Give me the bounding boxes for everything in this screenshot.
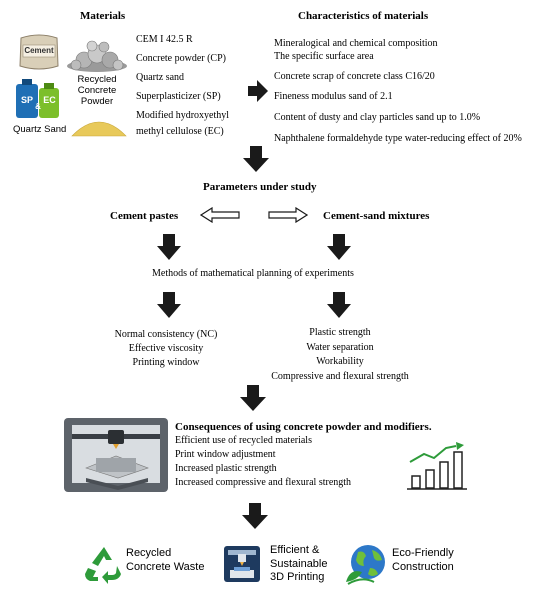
cement-pastes-params: Normal consistency (NC) Effective viscos… — [114, 329, 218, 368]
growth-chart-icon — [406, 442, 468, 490]
arrow-left-outline-icon — [199, 206, 240, 228]
arrow-down-icon — [157, 234, 181, 265]
globe-icon — [344, 542, 388, 586]
arrow-down-icon — [242, 503, 268, 534]
sp-ec-bottles-icon: SP & EC — [14, 78, 62, 120]
recycle-icon — [84, 544, 124, 584]
recycled-powder-label: Recycled Concrete Powder — [77, 74, 117, 107]
consequences-list: Efficient use of recycled materials Prin… — [175, 435, 352, 488]
cement-sand-label: Cement-sand mixtures — [323, 210, 430, 222]
arrow-right-outline-icon — [268, 206, 309, 228]
arrow-down-icon — [327, 234, 351, 265]
cement-bag-icon: Cement — [18, 32, 60, 72]
cement-bag-label: Cement — [24, 46, 54, 55]
printing-label: Efficient & Sustainable 3D Printing — [270, 544, 328, 583]
parameters-heading: Parameters under study — [203, 181, 317, 193]
characteristics-list: Mineralogical and chemical composition T… — [274, 38, 522, 144]
recycled-waste-label: Recycled Concrete Waste — [126, 547, 205, 573]
3d-printing-icon — [222, 544, 262, 584]
eco-label: Eco-Friendly Construction — [392, 547, 454, 573]
arrow-down-icon — [327, 292, 351, 323]
amp-label: & — [35, 102, 41, 111]
3d-printer-icon — [62, 416, 170, 494]
cement-pastes-label: Cement pastes — [110, 210, 179, 222]
arrow-down-icon — [243, 146, 269, 177]
sp-label: SP — [20, 95, 33, 105]
arrow-down-icon — [240, 385, 266, 416]
quartz-sand-icon — [70, 112, 128, 138]
recycled-gravel-icon — [66, 38, 128, 72]
ec-label: EC — [43, 95, 56, 105]
arrow-down-icon — [157, 292, 181, 323]
consequences-heading: Consequences of using concrete powder an… — [175, 421, 432, 433]
cement-sand-params: Plastic strength Water separation Workab… — [271, 327, 409, 382]
quartz-sand-label: Quartz Sand — [13, 124, 67, 135]
materials-list: CEM I 42.5 R Concrete powder (CP) Quartz… — [136, 34, 230, 137]
arrow-right-icon — [248, 80, 268, 107]
characteristics-heading: Characteristics of materials — [298, 10, 429, 22]
materials-heading: Materials — [80, 10, 126, 22]
methods-text: Methods of mathematical planning of expe… — [152, 268, 354, 279]
